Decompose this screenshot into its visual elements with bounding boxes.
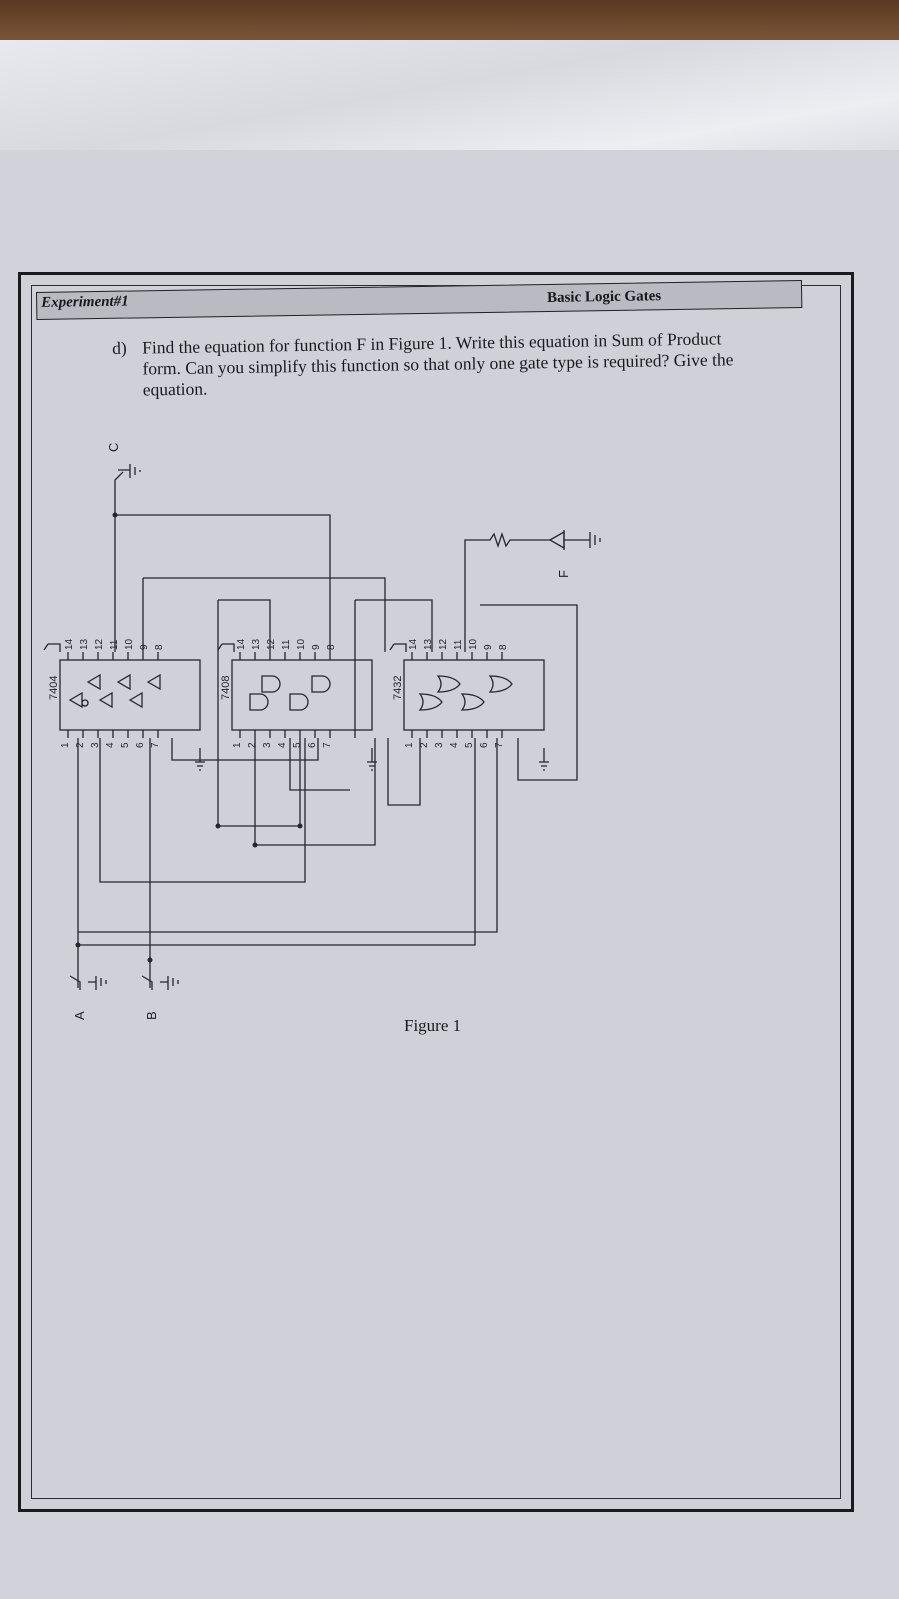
pin-number: 12	[94, 638, 105, 650]
led-output-icon	[548, 530, 601, 550]
pin-number: 6	[135, 742, 146, 748]
pin-number: 7	[494, 742, 505, 748]
pin-number: 9	[483, 644, 494, 650]
pin-number: 2	[247, 742, 258, 748]
pin-number: 3	[434, 742, 445, 748]
pin-number: 2	[75, 742, 86, 748]
pin-number: 9	[139, 644, 150, 650]
pin-number: 13	[79, 638, 90, 650]
pin-number: 8	[498, 644, 509, 650]
chip-7408-label: 7408	[220, 676, 232, 700]
pin-number: 12	[266, 638, 277, 650]
pin-number: 2	[419, 742, 430, 748]
inverter-gates	[68, 673, 161, 709]
wire-junctions	[75, 512, 303, 963]
pin-number: 10	[468, 638, 479, 650]
pin-number: 11	[109, 639, 120, 650]
pin-number: 9	[311, 644, 322, 650]
pin-number: 6	[479, 742, 490, 748]
input-label-b: B	[144, 1011, 159, 1020]
pin-number: 3	[262, 742, 273, 748]
pin-number: 10	[296, 638, 307, 650]
pin-number: 14	[64, 638, 75, 650]
pin-number: 1	[232, 742, 243, 748]
chip-pins	[67, 652, 503, 738]
output-label-f: F	[556, 570, 571, 578]
pin-number: 14	[236, 638, 247, 650]
pin-number: 5	[292, 742, 303, 748]
chip-7432-body	[403, 659, 545, 731]
pin-number: 8	[154, 644, 165, 650]
pin-number: 4	[277, 742, 288, 748]
pin-number: 7	[322, 742, 333, 748]
chip-7404-label: 7404	[48, 676, 60, 700]
pin-number: 11	[281, 639, 292, 650]
input-label-a: A	[72, 1011, 87, 1020]
pin-number: 5	[120, 742, 131, 748]
chip-7432-label: 7432	[392, 676, 404, 700]
circuit-wires	[77, 490, 578, 988]
pin-number: 3	[90, 742, 101, 748]
document-frame	[18, 272, 854, 1512]
pin-number: 6	[307, 742, 318, 748]
or-gates	[418, 675, 513, 711]
pin-number: 8	[326, 644, 337, 650]
pin-number: 5	[464, 742, 475, 748]
input-label-c: C	[106, 443, 121, 452]
and-gates	[249, 675, 331, 711]
figure-caption: Figure 1	[404, 1016, 462, 1035]
pin-number: 7	[150, 742, 161, 748]
pin-number: 1	[60, 742, 71, 748]
pin-number: 4	[449, 742, 460, 748]
input-switch-icons	[69, 464, 179, 990]
pin-number: 14	[408, 638, 419, 650]
pin-number: 10	[124, 638, 135, 650]
chip-7404-body	[59, 659, 201, 731]
chip-7408-body	[231, 659, 373, 731]
pin-number: 13	[423, 638, 434, 650]
pin-number: 11	[453, 639, 464, 650]
power-markers	[43, 643, 549, 771]
pin-number: 13	[251, 638, 262, 650]
pin-number: 12	[438, 638, 449, 650]
pin-number: 4	[105, 742, 116, 748]
pin-number: 1	[404, 742, 415, 748]
